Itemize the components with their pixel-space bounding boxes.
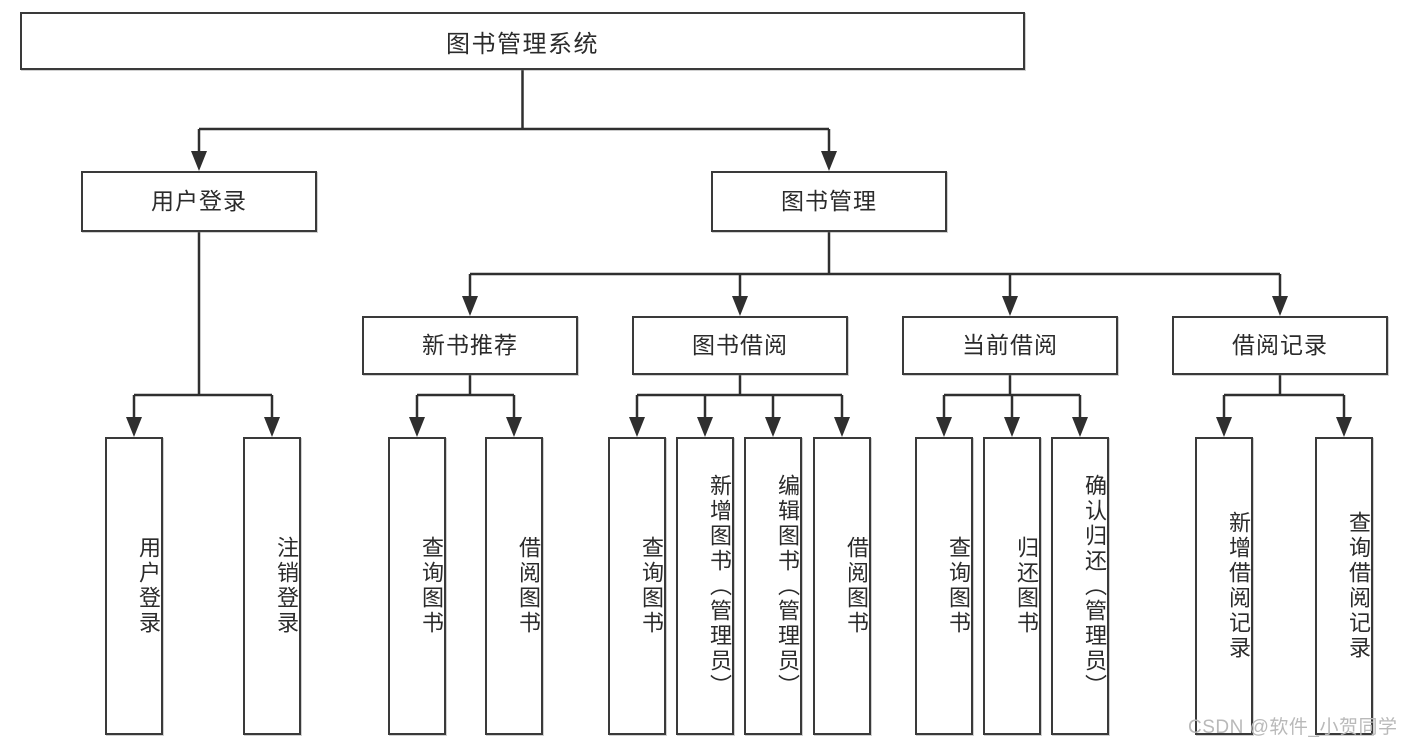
node-label: 归还图书 — [1014, 536, 1039, 636]
node-root-library-system[interactable]: 图书管理系统 — [20, 12, 1025, 70]
node-label: 用户登录 — [151, 187, 247, 214]
node-label: 查询图书 — [419, 536, 444, 636]
node-label: 新增借阅记录 — [1226, 511, 1251, 661]
node-leaf-borrow-book[interactable]: 借阅图书 — [813, 437, 871, 735]
node-label: 图书借阅 — [692, 331, 788, 358]
node-label: 查询图书 — [946, 536, 971, 636]
node-new-book-recommend[interactable]: 新书推荐 — [362, 316, 578, 375]
node-leaf-add-book-admin[interactable]: 新增图书（管理员） — [676, 437, 734, 735]
node-label: 图书管理 — [781, 187, 877, 214]
node-leaf-logout[interactable]: 注销登录 — [243, 437, 301, 735]
watermark-text: CSDN @软件_小贺同学 — [1188, 717, 1398, 738]
node-leaf-add-borrow-record[interactable]: 新增借阅记录 — [1195, 437, 1253, 735]
node-label: 新书推荐 — [422, 331, 518, 358]
node-label: 图书管理系统 — [446, 30, 599, 58]
node-book-borrow[interactable]: 图书借阅 — [632, 316, 848, 375]
node-leaf-query-borrow-record[interactable]: 查询借阅记录 — [1315, 437, 1373, 735]
node-label: 新增图书（管理员） — [707, 473, 732, 699]
node-label: 注销登录 — [274, 536, 299, 636]
node-label: 用户登录 — [136, 536, 161, 636]
node-user-login[interactable]: 用户登录 — [81, 171, 317, 232]
node-book-management[interactable]: 图书管理 — [711, 171, 947, 232]
node-label: 借阅图书 — [516, 536, 541, 636]
node-leaf-user-login[interactable]: 用户登录 — [105, 437, 163, 735]
node-label: 编辑图书（管理员） — [775, 473, 800, 699]
node-label: 借阅记录 — [1232, 331, 1328, 358]
node-current-borrow[interactable]: 当前借阅 — [902, 316, 1118, 375]
node-label: 当前借阅 — [962, 331, 1058, 358]
node-leaf-edit-book-admin[interactable]: 编辑图书（管理员） — [744, 437, 802, 735]
node-leaf-query-book-borrow[interactable]: 查询图书 — [608, 437, 666, 735]
node-leaf-query-book-recommend[interactable]: 查询图书 — [388, 437, 446, 735]
node-leaf-query-book-current[interactable]: 查询图书 — [915, 437, 973, 735]
node-leaf-borrow-book-recommend[interactable]: 借阅图书 — [485, 437, 543, 735]
node-leaf-return-book[interactable]: 归还图书 — [983, 437, 1041, 735]
node-label: 确认归还（管理员） — [1082, 473, 1107, 699]
node-label: 查询借阅记录 — [1346, 511, 1371, 661]
node-borrow-record[interactable]: 借阅记录 — [1172, 316, 1388, 375]
node-leaf-confirm-return-admin[interactable]: 确认归还（管理员） — [1051, 437, 1109, 735]
node-label: 借阅图书 — [844, 536, 869, 636]
node-label: 查询图书 — [639, 536, 664, 636]
